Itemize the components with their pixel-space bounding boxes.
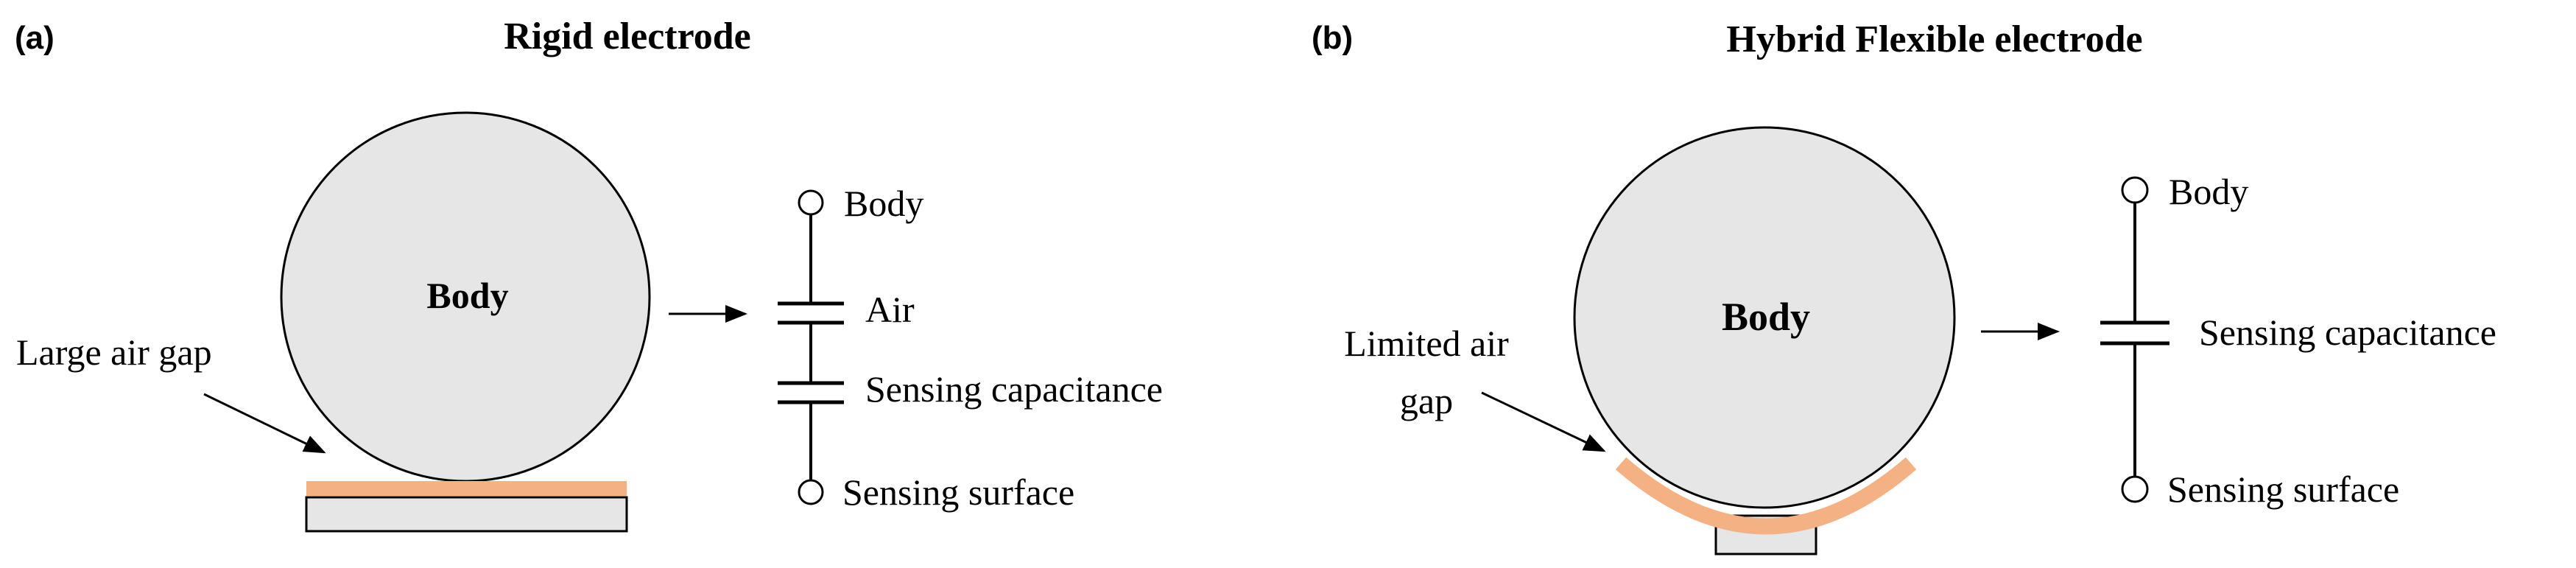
limited-air-gap-arrow — [1481, 391, 1606, 452]
body-terminal-label: Body — [2169, 171, 2248, 212]
body-terminal — [2121, 176, 2149, 204]
air-gap-arrow — [203, 393, 326, 454]
panel-b-tag: (b) — [1312, 20, 1353, 56]
panel-b: (b) Hybrid Flexible electrode Body Limit… — [1312, 18, 2496, 555]
sensing-surface-terminal — [2121, 475, 2149, 503]
sensing-surface-label: Sensing surface — [842, 471, 1074, 513]
air-gap-label: Large air gap — [16, 332, 212, 373]
panel-b-title: Hybrid Flexible electrode — [1726, 18, 2142, 60]
body-label: Body — [1722, 295, 1810, 339]
body-label: Body — [426, 275, 508, 316]
flexible-electrode-layer — [1615, 457, 1917, 535]
sensing-surface-terminal — [798, 479, 824, 505]
panel-a-title: Rigid electrode — [504, 15, 751, 57]
limited-air-gap-label-line1: Limited air — [1344, 323, 1509, 364]
body-terminal — [798, 189, 824, 216]
sensing-capacitance-label: Sensing capacitance — [865, 368, 1163, 410]
rigid-substrate — [305, 496, 628, 533]
equivalent-circuit-b: Body Sensing capacitance Sensing surface — [2100, 171, 2496, 510]
body-terminal-label: Body — [844, 183, 923, 224]
equivalent-circuit-a: Body Air Sensing capacitance Sensing sur… — [778, 183, 1163, 513]
sensing-capacitance-label: Sensing capacitance — [2199, 312, 2496, 353]
panel-a-tag: (a) — [15, 20, 54, 56]
air-capacitor-label: Air — [865, 289, 915, 330]
electrode-layer — [306, 481, 627, 496]
panel-a: (a) Rigid electrode Body Large air gap B… — [15, 15, 1163, 533]
body-circle — [1573, 126, 1956, 509]
sensing-surface-label: Sensing surface — [2167, 469, 2399, 510]
limited-air-gap-label-line2: gap — [1400, 380, 1453, 421]
